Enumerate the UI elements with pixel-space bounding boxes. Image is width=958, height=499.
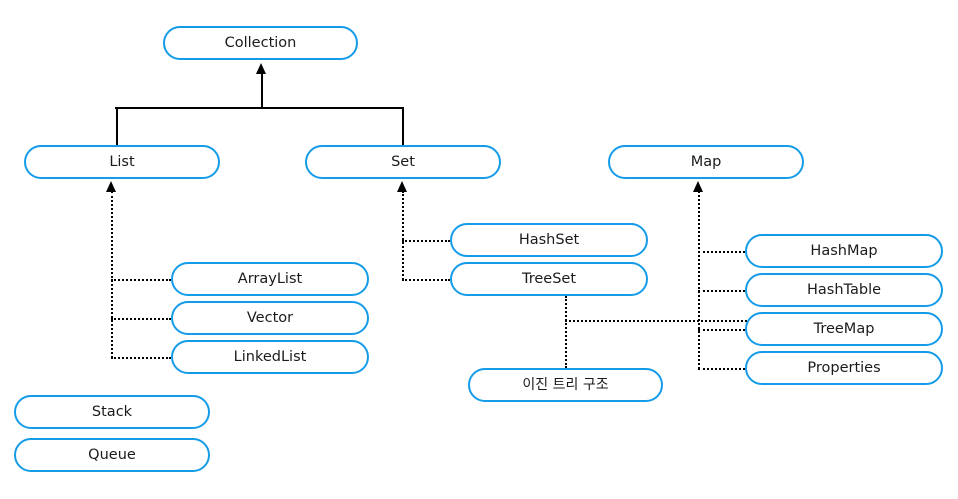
connector-list-to-vector bbox=[111, 318, 171, 320]
node-label: HashMap bbox=[810, 242, 878, 259]
connector-set-spine bbox=[402, 191, 404, 280]
connector-bus-to-list bbox=[116, 107, 118, 147]
node-arraylist[interactable]: ArrayList bbox=[171, 262, 369, 296]
node-collection[interactable]: Collection bbox=[163, 26, 358, 60]
connector-map-spine bbox=[698, 191, 700, 369]
node-set[interactable]: Set bbox=[305, 145, 501, 179]
node-label: TreeMap bbox=[813, 320, 875, 337]
node-label: ArrayList bbox=[237, 270, 303, 287]
connector-collection-bus bbox=[115, 107, 403, 109]
node-treeset[interactable]: TreeSet bbox=[450, 262, 648, 296]
arrowhead-to-collection bbox=[255, 63, 266, 74]
node-label: Collection bbox=[224, 34, 297, 51]
node-queue[interactable]: Queue bbox=[14, 438, 210, 472]
node-label: Properties bbox=[807, 359, 881, 376]
connector-list-to-arraylist bbox=[111, 279, 171, 281]
connector-map-to-treemap bbox=[698, 329, 745, 331]
node-binary-tree-structure[interactable]: 이진 트리 구조 bbox=[468, 368, 663, 402]
connector-map-to-hashtable bbox=[698, 290, 745, 292]
connector-map-to-properties bbox=[698, 368, 745, 370]
node-properties[interactable]: Properties bbox=[745, 351, 943, 385]
connector-collection-stem bbox=[261, 73, 263, 109]
node-label: List bbox=[109, 153, 135, 170]
node-label: Map bbox=[690, 153, 722, 170]
arrowhead-to-map bbox=[692, 181, 703, 192]
connector-treeset-spine bbox=[565, 296, 567, 368]
arrowhead-to-list bbox=[105, 181, 116, 192]
arrowhead-to-set bbox=[396, 181, 407, 192]
node-label: Set bbox=[391, 153, 415, 170]
node-map[interactable]: Map bbox=[608, 145, 804, 179]
node-hashmap[interactable]: HashMap bbox=[745, 234, 943, 268]
node-label: HashSet bbox=[518, 231, 580, 248]
node-label: Stack bbox=[91, 403, 133, 420]
connector-set-to-hashset bbox=[402, 240, 450, 242]
node-label: Queue bbox=[88, 446, 136, 463]
node-label: TreeSet bbox=[521, 270, 577, 287]
connector-bus-to-set bbox=[402, 107, 404, 147]
node-label: Vector bbox=[246, 309, 294, 326]
node-list[interactable]: List bbox=[24, 145, 220, 179]
connector-list-to-linkedlist bbox=[111, 357, 171, 359]
node-hashset[interactable]: HashSet bbox=[450, 223, 648, 257]
node-label: 이진 트리 구조 bbox=[522, 377, 609, 393]
node-stack[interactable]: Stack bbox=[14, 395, 210, 429]
node-label: LinkedList bbox=[233, 348, 307, 365]
connector-set-to-treeset bbox=[402, 279, 450, 281]
node-hashtable[interactable]: HashTable bbox=[745, 273, 943, 307]
node-vector[interactable]: Vector bbox=[171, 301, 369, 335]
node-treemap[interactable]: TreeMap bbox=[745, 312, 943, 346]
connector-list-spine bbox=[111, 191, 113, 358]
node-label: HashTable bbox=[806, 281, 882, 298]
connector-map-to-hashmap bbox=[698, 251, 745, 253]
node-linkedlist[interactable]: LinkedList bbox=[171, 340, 369, 374]
connector-treeset-to-treemap bbox=[565, 320, 747, 322]
